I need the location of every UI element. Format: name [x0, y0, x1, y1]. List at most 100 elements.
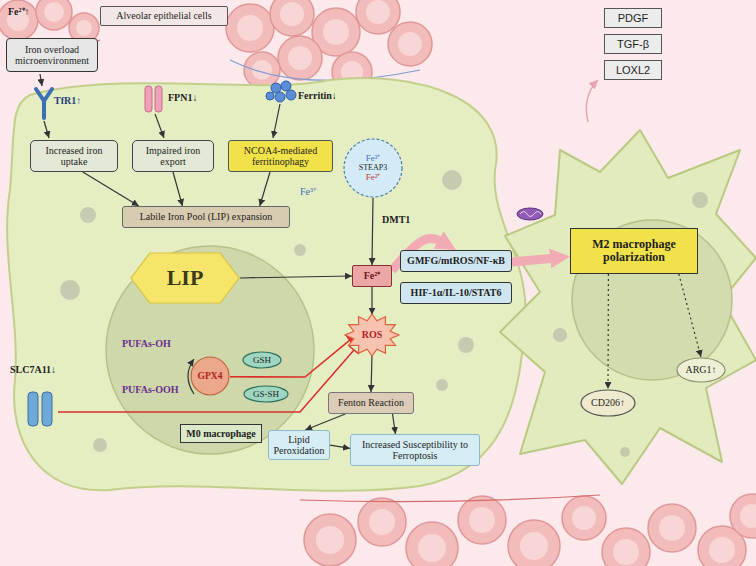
alveolus-lumen	[740, 504, 756, 528]
marker-ellipse: CD206↑	[580, 389, 636, 417]
enzyme-circle: GPX4	[190, 356, 230, 396]
factor-box: TGF-β	[604, 34, 662, 54]
cytoplasm-granule	[553, 328, 567, 342]
fpn1-channel	[145, 86, 162, 112]
secretion-arrow	[586, 80, 598, 122]
slc7a11-channel	[28, 392, 38, 426]
alveoli	[508, 520, 560, 566]
protein-label: FPN1↓	[168, 92, 197, 104]
node-text: Lipid Peroxidation	[273, 434, 325, 456]
arrow-connector	[371, 355, 372, 392]
alveolus-lumen	[237, 15, 263, 41]
marker-ellipse	[677, 358, 725, 382]
inhibition-line	[58, 350, 354, 412]
node-text: LOXL2	[616, 64, 650, 76]
node-text: ARG1↑	[685, 364, 716, 375]
ferritin-icon	[275, 92, 285, 102]
alveolus-lumen	[44, 2, 64, 22]
alveolus-lumen	[369, 509, 395, 535]
alveolus-lumen	[709, 537, 735, 563]
node-text: M2 macrophage polarization	[575, 238, 693, 265]
node-text: Fenton Reaction	[338, 397, 404, 408]
node-text: STEAP3	[359, 164, 387, 173]
capillary	[230, 60, 420, 80]
node-text: TGF-β	[617, 38, 649, 50]
alveoli	[388, 22, 432, 66]
arrow-connector	[607, 274, 609, 389]
process-box: Increased iron uptake	[30, 140, 118, 172]
iron-pool-hexagon	[131, 253, 239, 303]
node-text: Alveolar epithelial cells	[116, 10, 212, 21]
alveolus-lumen	[398, 32, 422, 56]
node-text: CD206↑	[591, 397, 625, 408]
node-text: Increased Susceptibility to Ferroptosis	[355, 439, 475, 461]
factor-box: LOXL2	[604, 60, 662, 80]
node-text: PDGF	[618, 12, 649, 24]
arrow-connector	[371, 287, 372, 315]
tfr1-receptor	[36, 89, 52, 118]
metabolite-ellipse: GSH	[242, 351, 282, 369]
pointer-arrow	[155, 114, 164, 138]
process-box: NCOA4-mediated ferritinophagy	[228, 140, 333, 172]
ion-box: Fe²⁺	[352, 265, 392, 287]
inhibition-connector	[230, 339, 351, 377]
alveoli	[304, 514, 356, 566]
mitochondrion-icon	[517, 208, 543, 220]
ferritin-icon	[286, 90, 296, 100]
outcome-box: Increased Susceptibility to Ferroptosis	[350, 434, 480, 466]
pointer-arrow	[44, 121, 49, 138]
pointer-arrow	[273, 104, 280, 138]
ferritin-icon	[281, 81, 291, 91]
alveoli	[562, 496, 606, 540]
endosome-circle	[344, 139, 402, 197]
fpn1-channel	[155, 86, 162, 112]
nucleus	[572, 220, 732, 380]
cytoplasm-granule	[692, 192, 708, 208]
node-text: GPX4	[198, 371, 223, 382]
cytoplasm-granule	[60, 280, 80, 300]
alveolus-lumen	[469, 507, 495, 533]
arrow-connector	[240, 276, 352, 278]
alveolus-lumen	[323, 19, 349, 45]
metabolite-ellipse: GS-SH	[243, 385, 289, 403]
cytoplasm-granule	[80, 207, 96, 223]
alveoli	[730, 494, 756, 538]
cytoplasm-granule	[442, 170, 462, 190]
slc7a11-channel	[28, 392, 52, 426]
lipid-label: PUFAs-OH	[122, 338, 171, 350]
ferritin-icon	[271, 83, 281, 93]
pointer-arrow	[40, 74, 280, 394]
node-text: GSH	[253, 355, 271, 365]
arrow-connector	[83, 172, 139, 206]
alveoli	[244, 52, 280, 88]
alveoli	[278, 36, 322, 80]
cytoplasm-granule	[620, 447, 630, 457]
fpn1-channel	[145, 86, 152, 112]
metabolite-ellipse	[244, 386, 288, 402]
pathway-box: GMFG/mtROS/NF-κB	[400, 250, 512, 272]
node-text: Iron overload microenvironment	[11, 44, 93, 66]
alveoli	[406, 522, 458, 566]
process-box: Labile Iron Pool (LIP) expansion	[122, 206, 290, 228]
cytoplasm-granule	[436, 379, 448, 391]
alveoli	[458, 496, 506, 544]
alveoli	[358, 498, 406, 546]
inhibition-line	[58, 346, 359, 412]
alveolus-lumen	[659, 515, 685, 541]
node-text: Impaired iron export	[137, 145, 209, 167]
arrow-connector	[330, 445, 350, 448]
outcome-box: M2 macrophage polarization	[570, 228, 698, 274]
ros-starburst: ROS	[344, 313, 400, 357]
slc7a11-channel	[42, 392, 52, 426]
lipid-label: PUFAs-OOH	[122, 384, 178, 396]
alveolus-lumen	[280, 2, 304, 26]
alveolus-lumen	[572, 506, 596, 530]
process-box: Impaired iron export	[132, 140, 214, 172]
marker-ellipse: ARG1↑	[676, 357, 726, 383]
ferritin-icon	[266, 92, 274, 100]
cytoplasm-granule	[93, 438, 107, 452]
cell-type-box: Alveolar epithelial cells	[100, 6, 228, 26]
enzyme-circle	[191, 357, 229, 395]
